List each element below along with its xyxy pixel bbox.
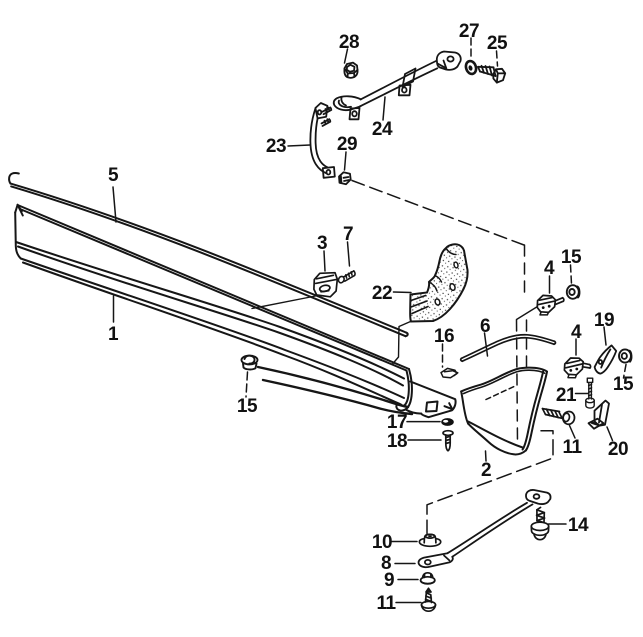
svg-text:15: 15 (613, 374, 634, 395)
svg-text:27: 27 (459, 21, 479, 42)
svg-text:15: 15 (561, 247, 582, 268)
svg-text:18: 18 (387, 431, 407, 452)
svg-text:1: 1 (108, 324, 119, 345)
svg-text:28: 28 (339, 32, 359, 53)
svg-text:11: 11 (562, 437, 582, 458)
svg-text:17: 17 (387, 412, 407, 433)
svg-text:19: 19 (594, 310, 614, 331)
svg-text:23: 23 (266, 136, 286, 157)
svg-text:15: 15 (237, 396, 258, 417)
svg-text:24: 24 (372, 119, 393, 140)
svg-text:5: 5 (108, 165, 119, 186)
svg-text:11: 11 (376, 593, 396, 614)
svg-text:8: 8 (381, 553, 391, 574)
svg-text:21: 21 (556, 385, 577, 406)
svg-text:2: 2 (481, 460, 491, 481)
svg-text:29: 29 (337, 134, 357, 155)
svg-text:25: 25 (487, 33, 508, 54)
svg-text:10: 10 (372, 532, 392, 553)
svg-text:4: 4 (571, 322, 582, 343)
svg-text:4: 4 (544, 258, 555, 279)
svg-text:7: 7 (343, 224, 353, 245)
svg-text:20: 20 (608, 439, 628, 460)
svg-text:14: 14 (568, 515, 589, 536)
svg-text:16: 16 (434, 326, 454, 347)
svg-text:6: 6 (480, 316, 490, 337)
svg-text:22: 22 (372, 283, 392, 304)
svg-text:3: 3 (317, 233, 327, 254)
svg-text:9: 9 (384, 570, 394, 591)
